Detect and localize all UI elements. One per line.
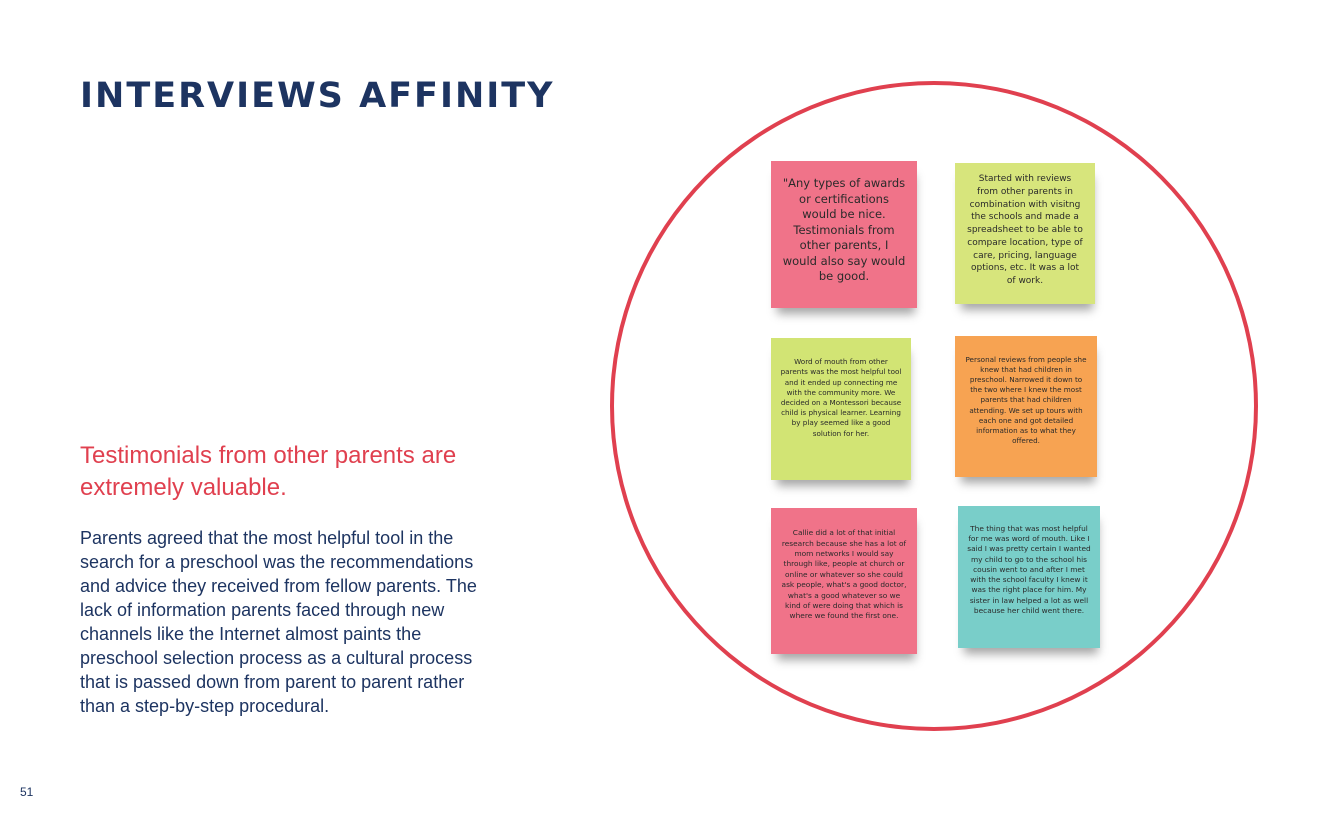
sticky-note: The thing that was most helpful for me w… — [958, 506, 1100, 648]
page-title: INTERVIEWS AFFINITY — [80, 76, 555, 116]
sticky-note-text: Started with reviews from other parents … — [967, 173, 1083, 287]
page-number: 51 — [20, 785, 34, 799]
headline: Testimonials from other parents are extr… — [80, 442, 457, 501]
body-paragraph: Parents agreed that the most helpful too… — [80, 528, 477, 716]
sticky-note: Callie did a lot of that initial researc… — [771, 508, 917, 654]
sticky-note: Personal reviews from people she knew th… — [955, 336, 1097, 477]
sticky-note-text: Personal reviews from people she knew th… — [965, 354, 1087, 446]
sticky-note-text: Word of mouth from other parents was the… — [780, 357, 902, 438]
sticky-note-text: The thing that was most helpful for me w… — [967, 524, 1091, 615]
sticky-note-text: "Any types of awards or certifications w… — [782, 176, 906, 284]
sticky-note-text: Callie did a lot of that initial researc… — [781, 528, 907, 621]
sticky-note: Word of mouth from other parents was the… — [771, 338, 911, 480]
affinity-circle — [610, 81, 1258, 731]
sticky-note: Started with reviews from other parents … — [955, 163, 1095, 304]
sticky-note: "Any types of awards or certifications w… — [771, 161, 917, 308]
